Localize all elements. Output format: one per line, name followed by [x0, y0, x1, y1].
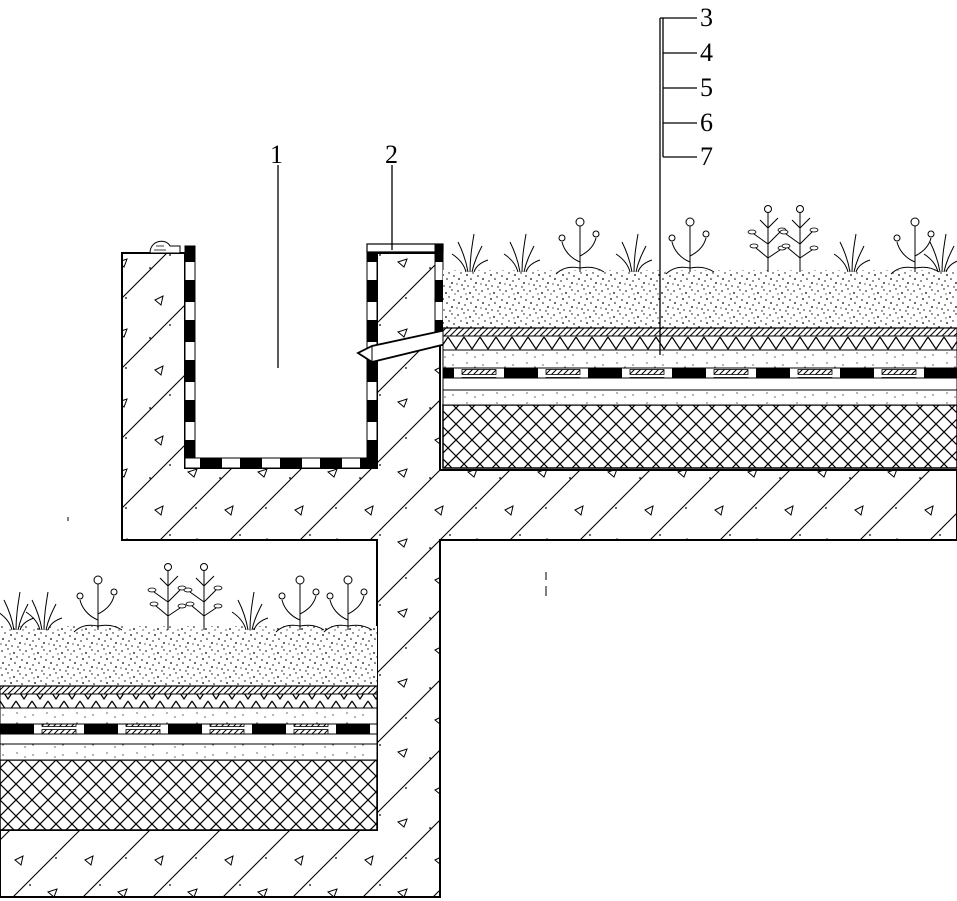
leader-lines [277, 17, 697, 368]
lower-vegetation [0, 563, 373, 633]
callout-6: 6 [700, 108, 713, 137]
callout-3: 3 [700, 3, 713, 32]
lower-roof-layers [0, 626, 378, 831]
callout-7: 7 [700, 142, 713, 171]
callout-1: 1 [270, 140, 283, 169]
upper-roof-layers [442, 270, 957, 469]
callout-2: 2 [385, 140, 398, 169]
callout-5: 5 [700, 73, 713, 102]
callout-4: 4 [700, 38, 713, 67]
upper-vegetation [451, 205, 957, 275]
stray-marks [67, 517, 547, 596]
